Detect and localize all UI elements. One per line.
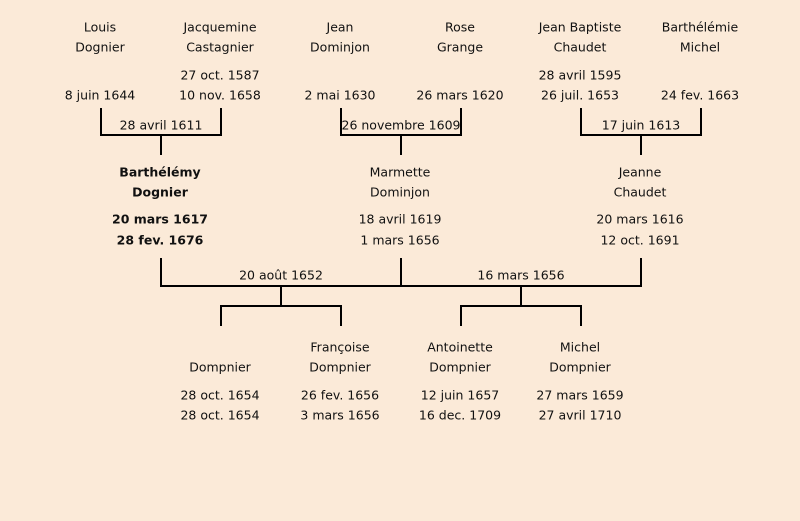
connector-parents (160, 258, 642, 287)
birth-date: 12 juin 1657 (420, 387, 500, 403)
birth-date: 28 avril 1595 (538, 67, 622, 83)
person-last-name: Chaudet (613, 184, 667, 200)
birth-date: 20 mars 1617 (112, 211, 208, 227)
person-first-name: Marmette (369, 164, 431, 180)
connector-dominjon-grange (340, 108, 462, 155)
person-first-name: Jeanne (618, 164, 662, 180)
death-date: 28 fev. 1676 (116, 232, 204, 248)
death-date: 16 dec. 1709 (418, 407, 502, 423)
person-last-name: Dominjon (310, 39, 370, 55)
death-date: 2 mai 1630 (304, 87, 376, 103)
person-last-name: Chaudet (553, 39, 607, 55)
death-date: 3 mars 1656 (300, 407, 380, 423)
person-first-name: Jacquemine (183, 19, 257, 35)
person-last-name: Dognier (132, 184, 188, 200)
person-last-name: Castagnier (186, 39, 254, 55)
marriage-date: 28 avril 1611 (119, 117, 203, 133)
marriage-date: 20 août 1652 (239, 267, 323, 283)
birth-date: 18 avril 1619 (358, 211, 442, 227)
person-first-name: Rose (445, 19, 475, 35)
birth-date: 28 oct. 1654 (180, 387, 260, 403)
marriage-date: 26 novembre 1609 (341, 117, 461, 133)
person-first-name: Barthélémy (119, 164, 201, 180)
death-date: 12 oct. 1691 (600, 232, 680, 248)
birth-date: 27 mars 1659 (536, 387, 624, 403)
connector-children-1 (220, 286, 342, 326)
birth-date: 20 mars 1616 (596, 211, 684, 227)
death-date: 26 mars 1620 (416, 87, 504, 103)
person-first-name: Jean (326, 19, 354, 35)
death-date: 1 mars 1656 (360, 232, 440, 248)
death-date: 8 juin 1644 (64, 87, 136, 103)
birth-date: 26 fev. 1656 (300, 387, 380, 403)
person-last-name: Dognier (75, 39, 125, 55)
birth-date: 27 oct. 1587 (180, 67, 260, 83)
death-date: 27 avril 1710 (538, 407, 622, 423)
person-first-name: Jean Baptiste (538, 19, 622, 35)
person-last-name: Michel (679, 39, 721, 55)
person-last-name: Dompnier (429, 359, 491, 375)
person-first-name: Françoise (310, 339, 370, 355)
death-date: 10 nov. 1658 (179, 87, 261, 103)
connector-chaudet-michel (580, 108, 702, 155)
person-first-name: Barthélémie (661, 19, 739, 35)
death-date: 26 juil. 1653 (541, 87, 619, 103)
person-first-name: Louis (83, 19, 117, 35)
person-last-name: Dompnier (549, 359, 611, 375)
death-date: 28 oct. 1654 (180, 407, 260, 423)
death-date: 24 fev. 1663 (660, 87, 740, 103)
person-first-name: Antoinette (427, 339, 493, 355)
person-last-name: Dompnier (189, 359, 251, 375)
person-last-name: Dompnier (309, 359, 371, 375)
connector-dognier-castagnier (100, 108, 222, 155)
marriage-date: 16 mars 1656 (477, 267, 565, 283)
person-last-name: Grange (436, 39, 484, 55)
marriage-date: 17 juin 1613 (601, 117, 681, 133)
connector-children-2 (460, 286, 582, 326)
person-first-name: Michel (559, 339, 601, 355)
person-last-name: Dominjon (370, 184, 430, 200)
